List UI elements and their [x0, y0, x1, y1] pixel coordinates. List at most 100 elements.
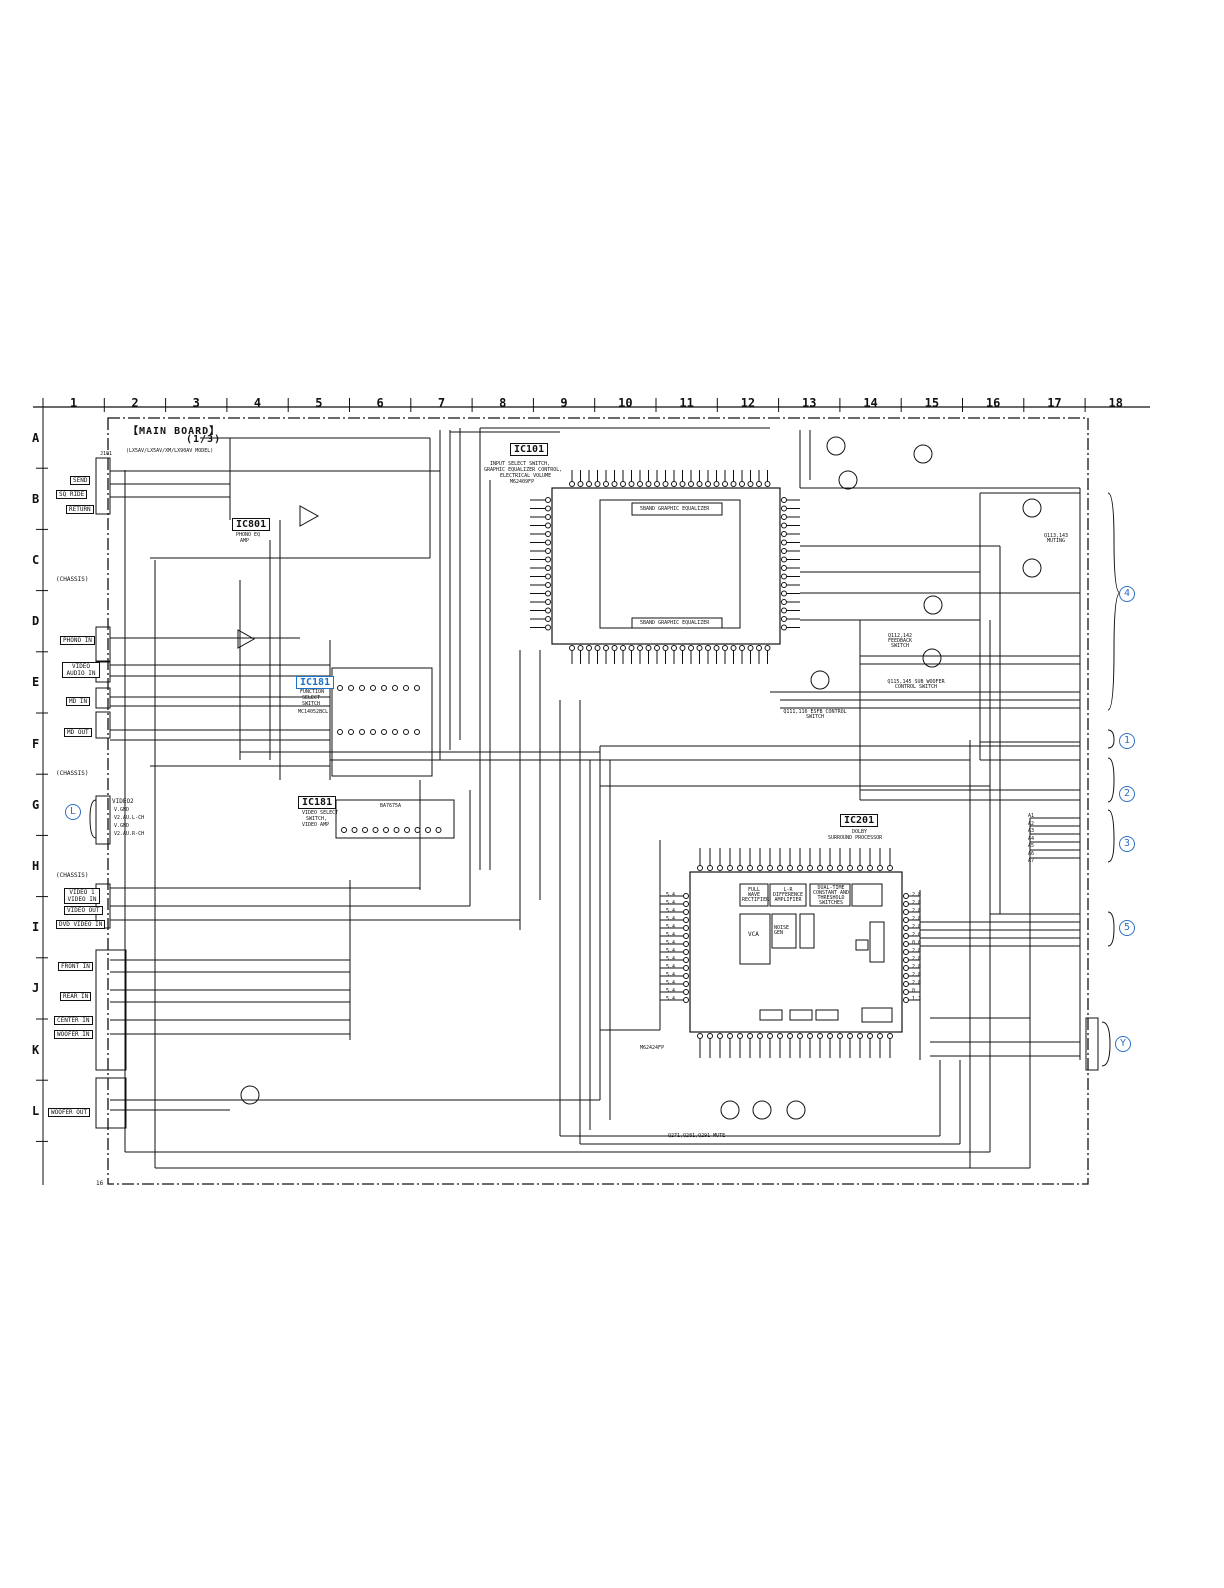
ic201-left-voltage: 5.4	[666, 996, 676, 1002]
a-bus-A7: A7	[1028, 858, 1035, 864]
ic181-function-line2: SELECT	[302, 695, 321, 701]
column-number-14: 14	[863, 396, 878, 410]
woofer-in-label: WOOFER IN	[54, 1030, 93, 1039]
column-number-6: 6	[376, 396, 384, 410]
column-number-15: 15	[924, 396, 940, 410]
column-number-18: 18	[1108, 396, 1123, 410]
row-letter-J: J	[32, 981, 40, 996]
ic201-left-voltage: 5.4	[666, 980, 676, 986]
ic181-function-part: MC14052BCL	[298, 709, 329, 715]
column-number-16: 16	[985, 396, 1001, 410]
chassis-label-2: (CHASSIS)	[56, 770, 89, 777]
ref-circle-y: Y	[1115, 1036, 1131, 1052]
column-number-11: 11	[679, 396, 694, 410]
row-letter-A: A	[32, 430, 40, 445]
video2-pin: V.GND	[114, 823, 130, 829]
ic201-left-voltage: 5.4	[666, 916, 676, 922]
ic181-video-tag: IC181	[298, 796, 337, 809]
row-letter-C: C	[32, 553, 40, 567]
q111-label: Q111,116 ESFB CONTROL SWITCH	[783, 709, 847, 720]
ic201-left-voltage: 5.4	[666, 900, 676, 906]
page-number: 16	[96, 1180, 104, 1187]
jack-j101: J101	[100, 451, 113, 457]
ic201-left-voltage: 5.4	[666, 972, 676, 978]
lr-diff-block: L-R DIFFERENCE AMPLIFIER	[772, 887, 804, 903]
ic101-line3: ELECTRICAL VOLUME	[500, 473, 552, 479]
q113-label: Q113,143 MUTING	[1043, 533, 1069, 544]
a-bus-A4: A4	[1028, 835, 1035, 842]
ic181-video-line2: SWITCH,	[306, 816, 328, 822]
ic201-right-voltage: 1.1	[912, 996, 922, 1002]
a-bus-A2: A2	[1028, 820, 1035, 827]
a-bus-A3: A3	[1028, 828, 1035, 834]
q112-label: Q112,142 FEEDBACK SWITCH	[887, 633, 913, 649]
ref-circle-3: 3	[1119, 836, 1135, 852]
video1-in-label: VIDEO 1 VIDEO IN	[64, 888, 100, 904]
sq-ride-label: SQ RIDE	[56, 490, 88, 499]
q271-label: Q271,Q281,Q291 MUTE	[668, 1133, 726, 1139]
column-number-17: 17	[1047, 396, 1062, 410]
center-in-label: CENTER IN	[54, 1016, 93, 1025]
ic181-function-line3: SWITCH	[302, 701, 321, 707]
ic201-right-voltage: 0	[912, 988, 916, 994]
ic201-tag: IC201	[840, 814, 879, 827]
ic201-left-voltage: 5.4	[666, 940, 676, 946]
ic201-line2: SURROUND PROCESSOR	[828, 835, 883, 841]
video-audio-in-label: VIDEO AUDIO IN	[62, 662, 100, 678]
rear-in-label: REAR IN	[60, 992, 92, 1001]
ic201-right-voltage: 2.8	[912, 980, 922, 986]
row-letter-K: K	[32, 1042, 40, 1057]
a-bus-A5: A5	[1028, 843, 1035, 849]
dvd-video-in-label: DVD VIDEO IN	[56, 920, 106, 929]
ref-circle-2: 2	[1119, 786, 1135, 802]
eq-lower-block: 5BAND GRAPHIC EQUALIZER	[640, 620, 710, 626]
eq-upper-block: 5BAND GRAPHIC EQUALIZER	[640, 506, 710, 512]
row-letter-F: F	[32, 736, 40, 751]
row-letter-B: B	[32, 491, 40, 506]
ic101-line2: GRAPHIC EQUALIZER CONTROL,	[484, 467, 563, 473]
ic101-tag: IC101	[510, 443, 549, 456]
column-number-8: 8	[499, 396, 507, 410]
row-letter-L: L	[32, 1103, 40, 1118]
column-number-7: 7	[437, 396, 446, 410]
ic201-line1: DOLBY	[852, 829, 868, 835]
ic201-left-voltage: 5.4	[666, 892, 676, 898]
ic201-left-voltage: 5.4	[666, 948, 676, 954]
ic201-left-voltage: 5.4	[666, 988, 676, 994]
sq-return-label: RETURN	[66, 505, 94, 514]
ic201-left-voltage: 5.4	[666, 932, 676, 938]
md-out-label: MD OUT	[64, 728, 92, 737]
ic801-tag: IC801	[232, 518, 271, 531]
ref-circle-l: L	[65, 804, 81, 820]
column-number-4: 4	[253, 396, 262, 410]
ic201-right-voltage: 2.8	[912, 964, 922, 970]
column-number-3: 3	[192, 396, 200, 410]
ic181-video-line3: VIDEO AMP	[302, 822, 330, 828]
a-bus-A1: A1	[1028, 813, 1035, 819]
ic101-line1: INPUT SELECT SWITCH,	[490, 461, 551, 467]
column-number-5: 5	[315, 396, 323, 410]
column-number-1: 1	[70, 396, 78, 410]
row-letter-H: H	[32, 859, 40, 873]
ic201-right-voltage: 2.8	[912, 956, 922, 962]
ref-circle-4: 4	[1119, 586, 1135, 602]
ic201-right-voltage: 2.8	[912, 908, 922, 914]
ic201-left-voltage: 5.4	[666, 956, 676, 962]
woofer-out-label: WOOFER OUT	[48, 1108, 91, 1117]
full-wave-block: FULL WAVE RECTIFIER	[742, 887, 770, 903]
row-letter-E: E	[32, 675, 40, 690]
column-number-10: 10	[618, 396, 633, 410]
video2-pin: V2.AU.R-CH	[114, 831, 145, 837]
row-letter-D: D	[32, 614, 40, 629]
ic201-right-voltage: 2.6	[912, 932, 922, 938]
ic181-video-part: BA7675A	[380, 803, 402, 809]
row-letter-G: G	[32, 797, 40, 812]
ic201-part: M62424FP	[640, 1045, 665, 1051]
a-bus-A6: A6	[1028, 850, 1035, 857]
model-note: (LX5AV/LX5AV/XM/LX90AV MODEL)	[126, 448, 214, 454]
video2-pin: V.GND	[114, 807, 130, 813]
column-number-9: 9	[560, 396, 568, 410]
ic201-left-voltage: 5.4	[666, 908, 676, 914]
video2-pin: V2.AU.L-CH	[114, 815, 145, 821]
